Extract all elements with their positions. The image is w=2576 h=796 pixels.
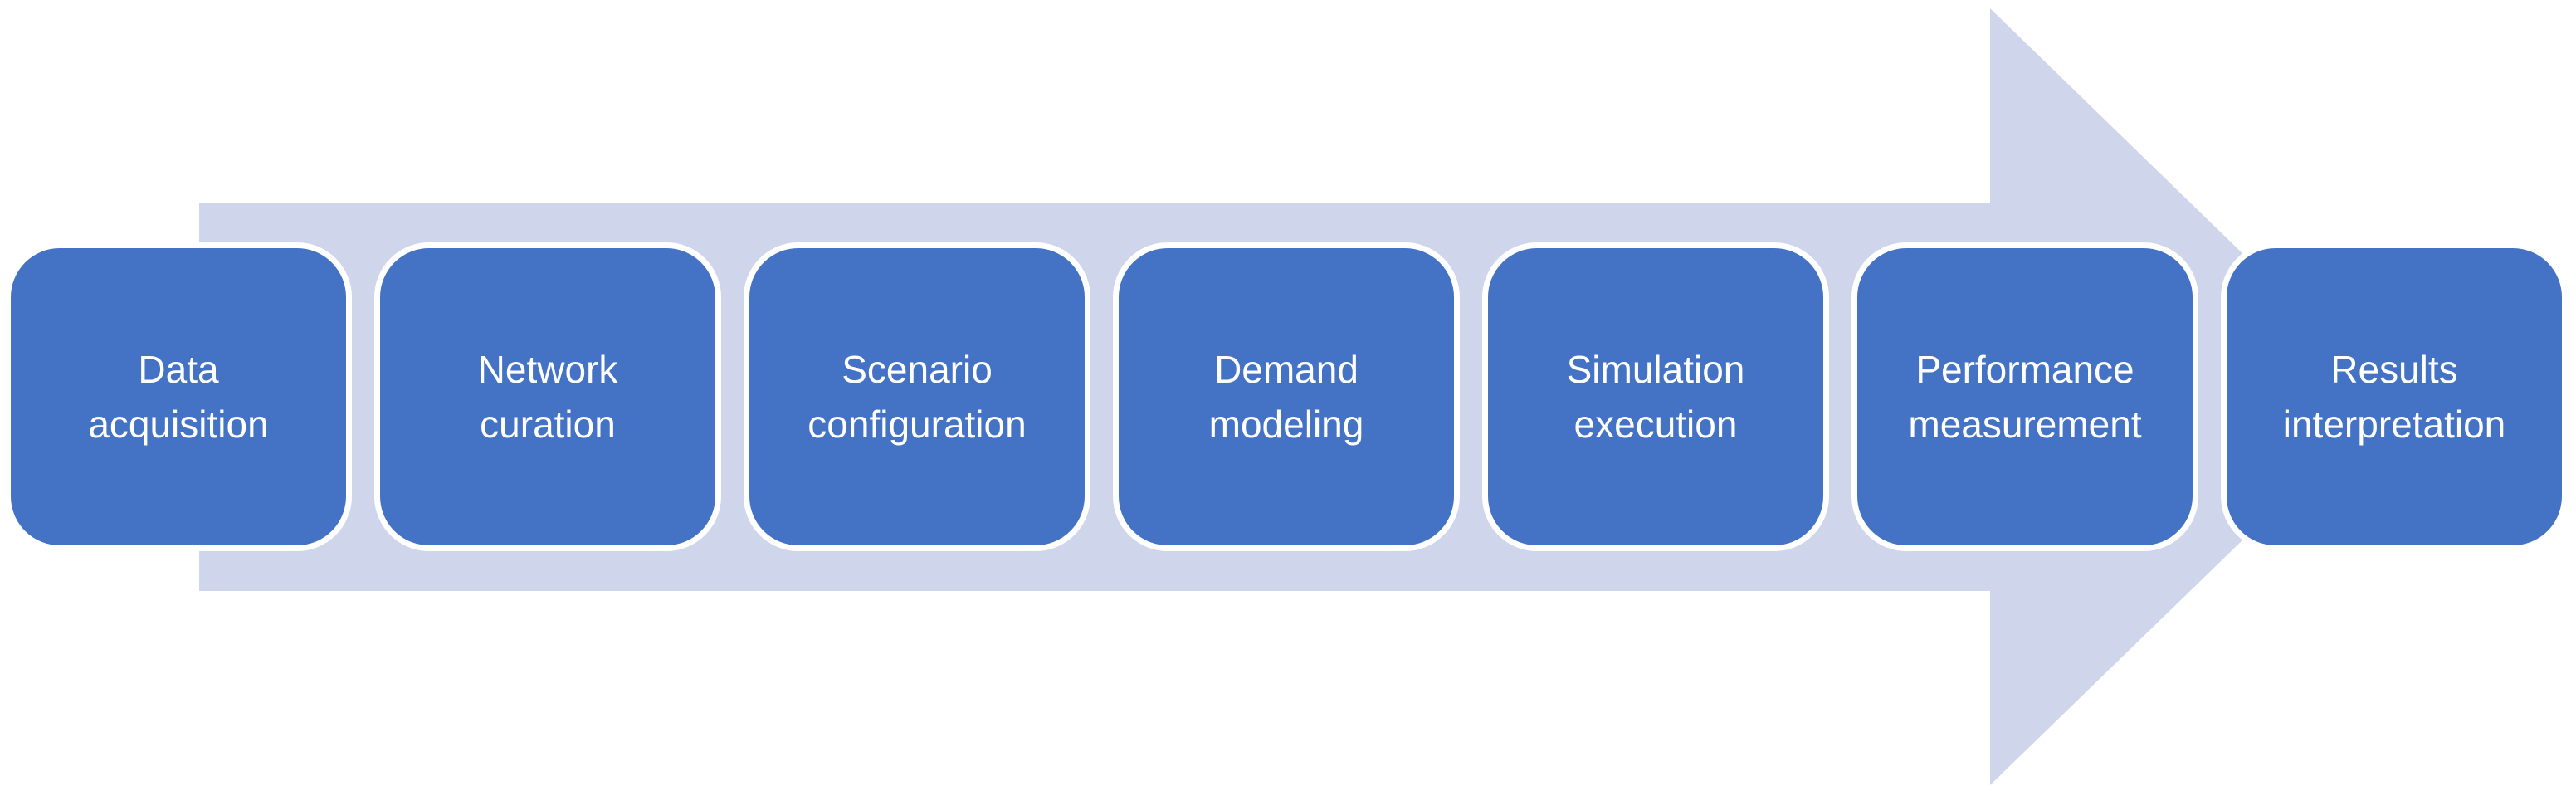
step-label: Network curation bbox=[477, 348, 618, 446]
step-simulation-execution: Simulation execution bbox=[1482, 242, 1829, 551]
step-label: Simulation execution bbox=[1566, 348, 1745, 446]
step-data-acquisition: Data acquisition bbox=[5, 242, 352, 551]
step-results-interpretation: Results interpretation bbox=[2221, 242, 2568, 551]
step-label: Demand modeling bbox=[1208, 348, 1364, 446]
step-label: Data acquisition bbox=[88, 348, 269, 446]
step-label: Performance measurement bbox=[1908, 348, 2142, 446]
step-label: Scenario configuration bbox=[807, 348, 1027, 446]
step-performance-measurement: Performance measurement bbox=[1852, 242, 2198, 551]
step-scenario-configuration: Scenario configuration bbox=[744, 242, 1090, 551]
step-network-curation: Network curation bbox=[374, 242, 721, 551]
step-demand-modeling: Demand modeling bbox=[1113, 242, 1460, 551]
step-label: Results interpretation bbox=[2282, 348, 2506, 446]
